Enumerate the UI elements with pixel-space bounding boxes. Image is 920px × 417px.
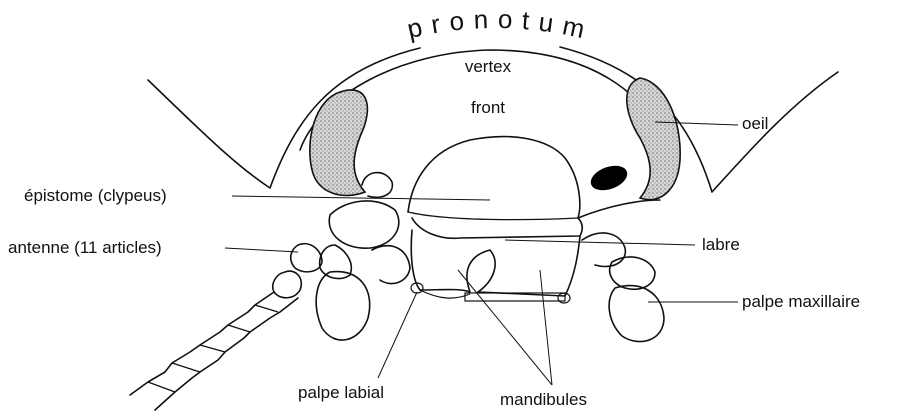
leader-mandibules-right xyxy=(540,270,552,385)
label-pronotum: p r o n o t u m xyxy=(404,4,588,44)
pronotum-left-outline xyxy=(148,48,420,188)
right-eye xyxy=(627,78,680,200)
antenna-pedicel xyxy=(320,245,352,279)
label-labre: labre xyxy=(702,235,740,254)
leader-epistome xyxy=(232,196,490,200)
maxillary-palp-right-mid xyxy=(610,257,655,289)
antenna-segments-distal xyxy=(130,292,298,410)
mandible-right xyxy=(478,236,580,296)
maxillary-palp-right-distal xyxy=(609,286,664,342)
leader-labre xyxy=(505,240,695,245)
label-vertex: vertex xyxy=(465,57,512,76)
label-mandibules: mandibules xyxy=(500,390,587,409)
maxilla-right-base xyxy=(582,233,625,266)
label-epistome: épistome (clypeus) xyxy=(24,186,167,205)
antenna-segment-3 xyxy=(291,244,322,272)
epistome-stub xyxy=(362,173,392,198)
labrum-outline xyxy=(412,218,582,238)
clypeus-outline xyxy=(408,137,580,218)
label-antenne: antenne (11 articles) xyxy=(8,238,162,257)
mandible-inner xyxy=(420,290,470,298)
clypeus-lower-edge xyxy=(408,212,578,220)
antenna-segment-4 xyxy=(273,271,302,298)
label-front: front xyxy=(471,98,505,117)
label-palpe-maxillaire: palpe maxillaire xyxy=(742,292,860,311)
label-palpe-labial: palpe labial xyxy=(298,383,384,402)
dark-spot xyxy=(587,161,630,195)
leader-antenne xyxy=(225,248,298,252)
leader-palpe-labial xyxy=(378,292,417,378)
leader-mandibules-left xyxy=(458,270,552,385)
left-eye xyxy=(310,90,368,196)
antenna-scape xyxy=(329,201,399,248)
mandible-left xyxy=(411,230,495,292)
maxilla-left-base xyxy=(372,246,410,284)
antenna-segment-dividers xyxy=(148,305,278,392)
label-oeil: oeil xyxy=(742,114,768,133)
frons-ridge xyxy=(578,200,660,218)
maxillary-palp-left xyxy=(316,272,370,341)
